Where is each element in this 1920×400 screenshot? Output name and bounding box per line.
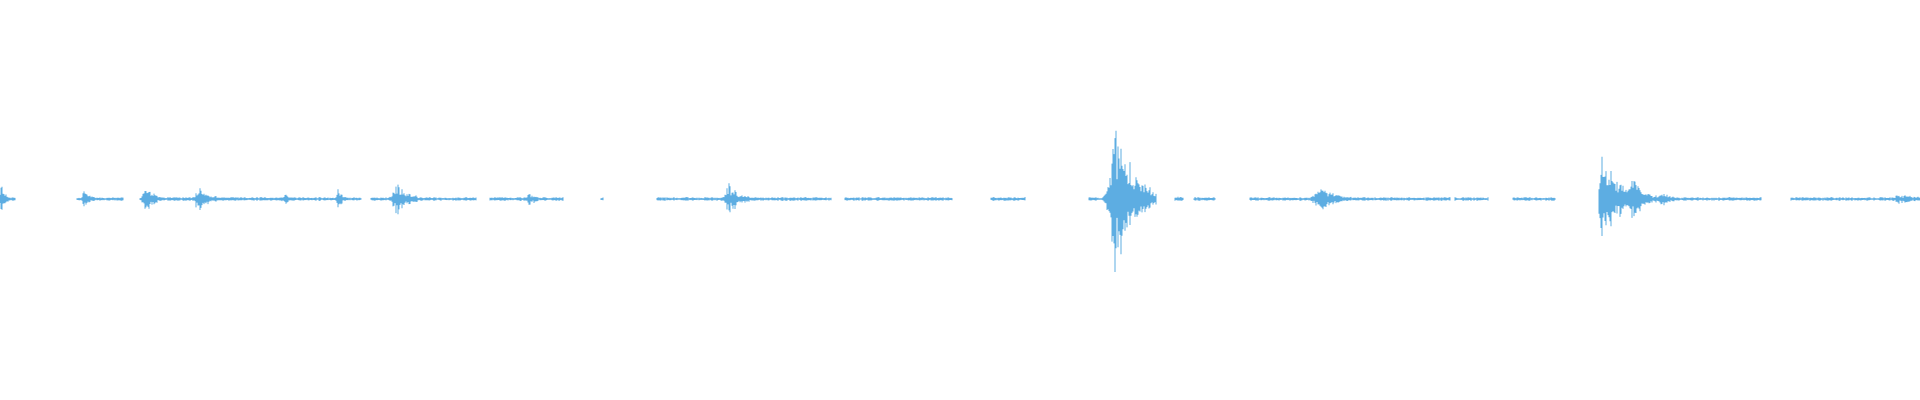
- waveform-segment: [1512, 197, 1556, 201]
- waveform-segment: [656, 183, 832, 213]
- waveform-segment: [1088, 130, 1157, 272]
- waveform-segment: [1249, 189, 1451, 210]
- waveform-segment: [1174, 196, 1184, 201]
- waveform-segment: [0, 186, 16, 210]
- waveform-segment: [1193, 197, 1216, 201]
- waveform-segment: [1598, 156, 1762, 236]
- waveform-segment: [844, 197, 953, 201]
- waveform-segment: [1454, 197, 1489, 201]
- waveform-segment: [990, 197, 1026, 201]
- waveform-segment: [489, 194, 564, 205]
- waveform-trace: [0, 130, 1920, 272]
- waveform-segment: [1790, 195, 1920, 204]
- waveform-segment: [139, 188, 362, 210]
- waveform-segment: [76, 191, 124, 207]
- waveform-segment: [600, 197, 604, 201]
- waveform-segment: [370, 184, 477, 215]
